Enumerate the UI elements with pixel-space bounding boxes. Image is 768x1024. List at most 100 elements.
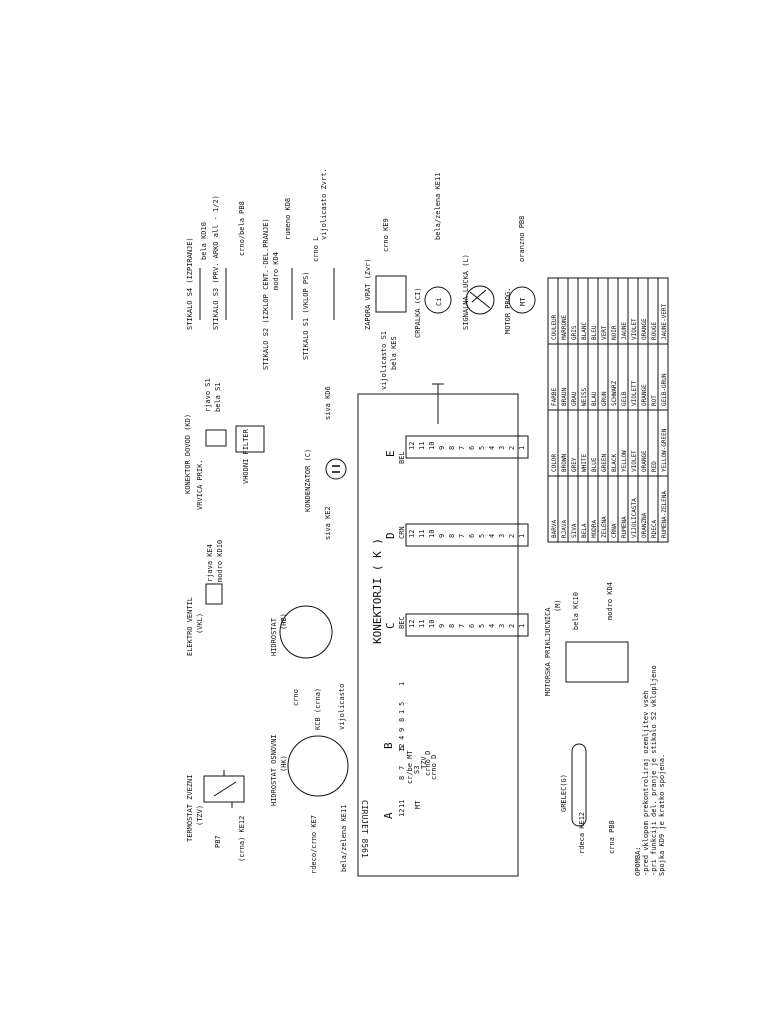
notes: OPOMBA: -pred vklopom prekontroliraj oze… xyxy=(634,665,666,876)
pin-label: 5 xyxy=(478,446,486,450)
pin-label: 2 xyxy=(508,534,516,538)
door-lock-w3: crno KE9 xyxy=(382,218,390,252)
color-table-cell: CRNA xyxy=(611,523,618,538)
pin-label: 5 xyxy=(478,624,486,628)
connector-a-pins: 12 11 8 7 5 4 1 xyxy=(398,710,406,817)
connector-e-sub: BEL xyxy=(398,451,406,464)
color-table-cell: BELA xyxy=(581,523,588,538)
color-table-cell: BLEU xyxy=(591,325,598,340)
component-door-lock: ZAPORA VRAT (Zvr) vijolicasto S1 bela KE… xyxy=(364,218,407,390)
motor-plug-code: (M) xyxy=(554,599,562,612)
component-capacitor: KONDENZATOR (C) siva KE2 siva KD6 xyxy=(304,386,347,540)
switch-s3-title: STIKALO S3 (PRV. ARKO all - 1/2) xyxy=(212,195,220,330)
connector-a-wire: MT xyxy=(414,800,422,809)
component-electrovalve: ELEKTRO VENTIL (VKL) rjava KE4 modro KD1… xyxy=(186,540,224,656)
pin-label: 11 xyxy=(418,530,426,538)
capacitor-w1: siva KE2 xyxy=(324,506,332,540)
electrovalve-code: (VKL) xyxy=(196,613,204,634)
connector-a: A 12 11 8 7 5 4 1 MT crno D xyxy=(382,710,432,819)
color-table-cell: JAUNE xyxy=(621,322,628,340)
color-table-cell: WHITE xyxy=(581,454,588,472)
color-table-cell: MODRA xyxy=(591,520,598,538)
pin-label: 8 xyxy=(398,718,406,722)
lamp-on-w2: bela/zelena KE11 xyxy=(434,173,442,240)
color-table-cell: ORANZNA xyxy=(641,512,648,538)
pin-label: 6 xyxy=(468,624,476,628)
pin-label: 1 xyxy=(398,682,406,686)
color-table-cell: BRAUN xyxy=(561,388,568,406)
notes-line: -pred vklopom prekontroliraj ozemljitev … xyxy=(642,691,650,876)
pin-label: 12 xyxy=(408,442,416,450)
connector-a-letter: A xyxy=(382,812,395,819)
color-table-cell: GRAU xyxy=(571,391,578,406)
switch-s2-w1: modro KD4 xyxy=(272,252,280,290)
color-table-cell: GELB-GRUN xyxy=(661,373,668,406)
door-lock-w1: vijolicasto S1 xyxy=(380,331,388,390)
pin-label: 9 xyxy=(398,728,406,732)
pin-label: 4 xyxy=(488,624,496,628)
pin-label: 9 xyxy=(438,624,446,628)
pin-label: 1 xyxy=(518,534,526,538)
pin-label: 12 xyxy=(398,744,406,752)
color-table-header: COLOR xyxy=(551,454,558,472)
motor-sym: MT xyxy=(519,297,527,306)
color-table-cell: VIOLET xyxy=(631,318,638,340)
color-table-cell: ORANGE xyxy=(641,384,648,406)
pin-label: 8 xyxy=(398,776,406,780)
color-table-cell: VIOLET xyxy=(631,450,638,472)
sheet-title: CIRUJET 8561 xyxy=(360,800,369,858)
supply-filter: VHODNI FILTER xyxy=(242,428,250,484)
hydrostat-main-wire: crno xyxy=(292,689,300,706)
switch-s4-title: STIKALO S4 (IZPIRANJE) xyxy=(186,237,194,330)
hydrostat-main-wire: bela/zelena KE11 xyxy=(340,805,348,872)
pin-label: 4 xyxy=(488,534,496,538)
electrovalve-w2: modro KD10 xyxy=(216,540,224,582)
color-table-header: COULEUR xyxy=(551,314,558,340)
notes-title: OPOMBA: xyxy=(634,846,642,876)
supply-w2: bela S1 xyxy=(214,382,222,412)
switch-s4-w3: bela KD10 xyxy=(200,222,208,260)
pin-label: 9 xyxy=(438,446,446,450)
pin-label: 5 xyxy=(398,702,406,706)
color-table-cell: BROWN xyxy=(561,454,568,472)
color-table-cell: YELLOW xyxy=(621,450,628,472)
color-table-cell: ORANGE xyxy=(641,318,648,340)
color-table-header: BARVA xyxy=(551,520,558,538)
pin-label: 4 xyxy=(398,736,406,740)
switch-s2-title: STIKALO S2 (IZKLOP CENT.-DEL.PRANJE) xyxy=(262,218,270,370)
hydrostat2-code: (HB) xyxy=(280,613,288,630)
connectors-title: KONEKTORJI ( K ) xyxy=(371,538,384,644)
component-motor-plug: MOTORSKA PRIKLJUCNICA (M) bela KC10 modr… xyxy=(544,582,629,696)
color-table-cell: GRUN xyxy=(601,391,608,406)
connector-c-letter: C xyxy=(384,622,397,629)
pin-label: 1 xyxy=(518,624,526,628)
pin-label: 10 xyxy=(428,442,436,450)
pin-label: 7 xyxy=(458,534,466,538)
connector-b-wire: TZV xyxy=(420,756,428,769)
connector-e-letter: E xyxy=(384,450,397,457)
motor-plug-wire: bela KC10 xyxy=(572,592,580,630)
pin-label: 12 xyxy=(408,620,416,628)
thermostat-w2: (crna) KE12 xyxy=(238,816,246,862)
pin-boxes xyxy=(405,435,529,637)
color-table-cell: BLUE xyxy=(591,457,598,472)
supply-title: KONEKTOR DOVOD (KD) xyxy=(184,414,192,494)
lamp-on-title: CRPALKA (CI) xyxy=(414,287,422,338)
thermostat-code: (TZV) xyxy=(196,805,204,826)
motor-w2: oranzno PB8 xyxy=(518,216,526,262)
connector-d-sub: CRN xyxy=(398,526,406,539)
connector-e: E BEL 12 11 10 9 8 7 6 5 4 3 2 1 xyxy=(384,442,526,464)
pin-label: 4 xyxy=(488,446,496,450)
pin-label: 2 xyxy=(508,624,516,628)
thermostat-title: TERMOSTAT ZVEZNI xyxy=(186,775,194,842)
switch-s1-w3: vijolicasto Zvrt. xyxy=(320,168,328,240)
motor-plug-title: MOTORSKA PRIKLJUCNICA xyxy=(544,607,552,696)
door-lock-title: ZAPORA VRAT (Zvr) xyxy=(364,258,372,330)
color-table-cell: ORANGE xyxy=(641,450,648,472)
pin-label: 7 xyxy=(398,766,406,770)
color-table-cell: BLANC xyxy=(581,322,588,340)
heater-w2: crna PB8 xyxy=(608,820,616,854)
pin-label: 5 xyxy=(478,534,486,538)
switch-s1-w2: crno L xyxy=(312,237,320,262)
